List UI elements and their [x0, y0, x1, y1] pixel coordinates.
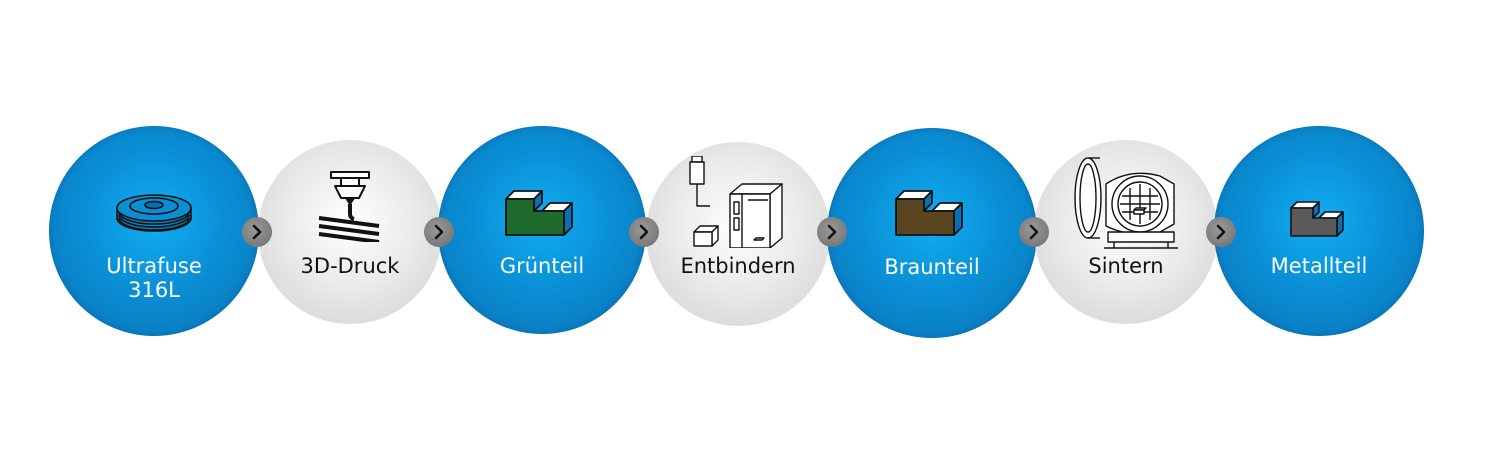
step-label: 3D-Druck: [300, 254, 400, 278]
green-part-icon: [502, 189, 582, 243]
sintering-furnace-icon: [1070, 154, 1182, 256]
chevron-right-icon: [1029, 224, 1039, 240]
step-arrow: [629, 217, 659, 247]
step-3d-druck: 3D-Druck: [258, 140, 442, 324]
step-arrow: [1206, 217, 1236, 247]
filament-spool-icon: [114, 188, 194, 244]
debinding-furnace-icon: [688, 155, 788, 252]
step-entbindern: Entbindern: [646, 142, 830, 326]
metal-part-icon: [1287, 200, 1351, 244]
step-label: Metallteil: [1270, 254, 1368, 278]
step-gruenteil: Grünteil: [438, 126, 646, 334]
step-sintern: Sintern: [1034, 140, 1218, 324]
step-arrow: [242, 217, 272, 247]
step-label: Entbindern: [680, 254, 796, 278]
chevron-right-icon: [827, 224, 837, 240]
step-metallteil: Metallteil: [1214, 126, 1424, 336]
step-ultrafuse-316l: Ultrafuse 316L: [49, 126, 259, 336]
step-label: Braunteil: [884, 255, 980, 279]
chevron-right-icon: [639, 224, 649, 240]
brown-part-icon: [892, 189, 972, 243]
step-label: Grünteil: [499, 254, 585, 278]
step-arrow: [1019, 217, 1049, 247]
step-arrow: [817, 217, 847, 247]
step-label: Ultrafuse 316L: [106, 254, 202, 302]
chevron-right-icon: [252, 224, 262, 240]
print-nozzle-icon: [315, 170, 385, 246]
step-arrow: [424, 217, 454, 247]
chevron-right-icon: [434, 224, 444, 240]
step-label: Sintern: [1088, 254, 1164, 278]
step-braunteil: Braunteil: [827, 128, 1037, 338]
chevron-right-icon: [1216, 224, 1226, 240]
